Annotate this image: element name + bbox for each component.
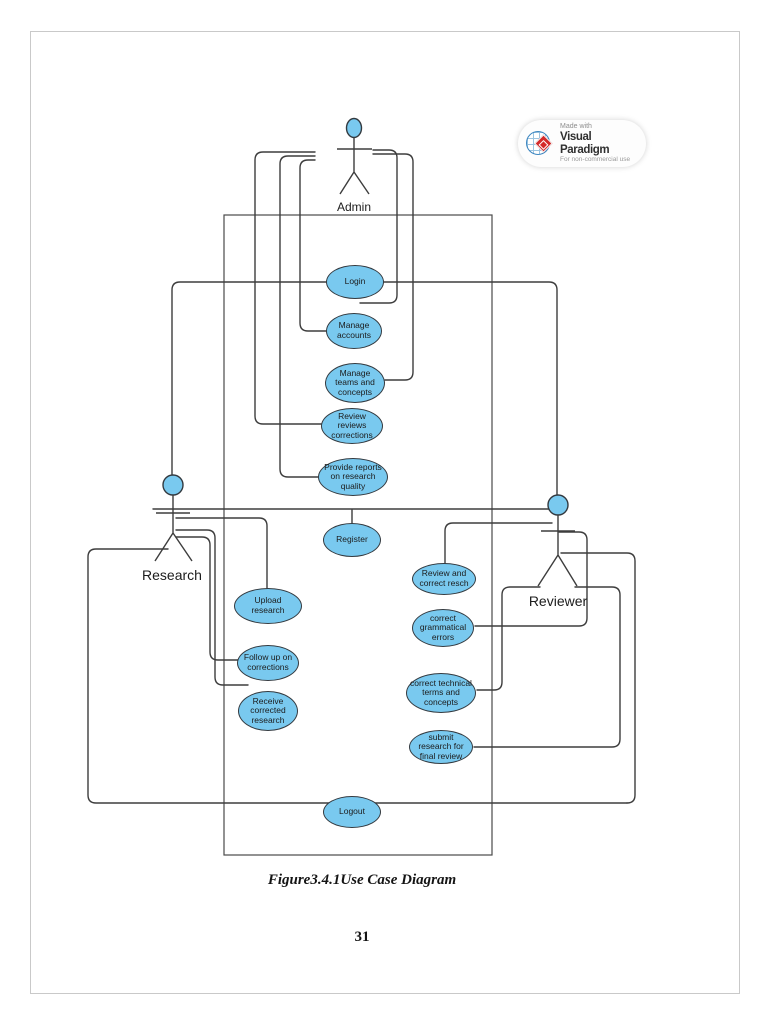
actor-admin	[337, 117, 372, 195]
use-case-follow-up-on-corrections: Follow up on corrections	[237, 645, 299, 681]
use-case-manage-accounts: Manage accounts	[326, 313, 382, 349]
use-case-review-and-correct-resch: Review and correct resch	[412, 563, 476, 595]
use-case-logout: Logout	[323, 796, 381, 828]
use-case-upload-research: Upload research	[234, 588, 302, 624]
page-border	[30, 31, 740, 994]
use-case-review-reviews-corrections: Review reviews corrections	[321, 408, 383, 444]
page-number: 31	[354, 929, 370, 945]
badge-license-text: For non-commercial use	[560, 156, 631, 164]
visual-paradigm-logo-icon	[526, 129, 556, 159]
actor-label-reviewer: Reviewer	[528, 593, 588, 609]
use-case-manage-teams-and-concepts: Manage teams and concepts	[325, 363, 385, 403]
figure-caption: Figure3.4.1Use Case Diagram	[267, 872, 457, 888]
use-case-receive-corrected-research: Receive corrected research	[238, 691, 298, 731]
use-case-submit-research-for-final-review: submit research for final review	[409, 730, 473, 764]
badge-brand-text: Visual Paradigm	[560, 131, 610, 156]
badge-made-with-text: Made with	[560, 123, 592, 131]
use-case-correct-technical-terms-and-concepts: correct technical terms and concepts	[406, 673, 476, 713]
visual-paradigm-badge: Made with Visual Paradigm For non-commer…	[518, 120, 646, 167]
actor-reviewer	[537, 494, 578, 587]
actor-research	[154, 474, 193, 562]
use-case-provide-reports-on-research-quality: Provide reports on research quality	[318, 458, 388, 496]
use-case-correct-grammatical-errors: correct grammatical errors	[412, 609, 474, 647]
use-case-login: Login	[326, 265, 384, 299]
actor-label-research: Research	[142, 567, 202, 583]
use-case-register: Register	[323, 523, 381, 557]
system-boundary	[223, 214, 493, 856]
actor-label-admin: Admin	[336, 200, 371, 214]
